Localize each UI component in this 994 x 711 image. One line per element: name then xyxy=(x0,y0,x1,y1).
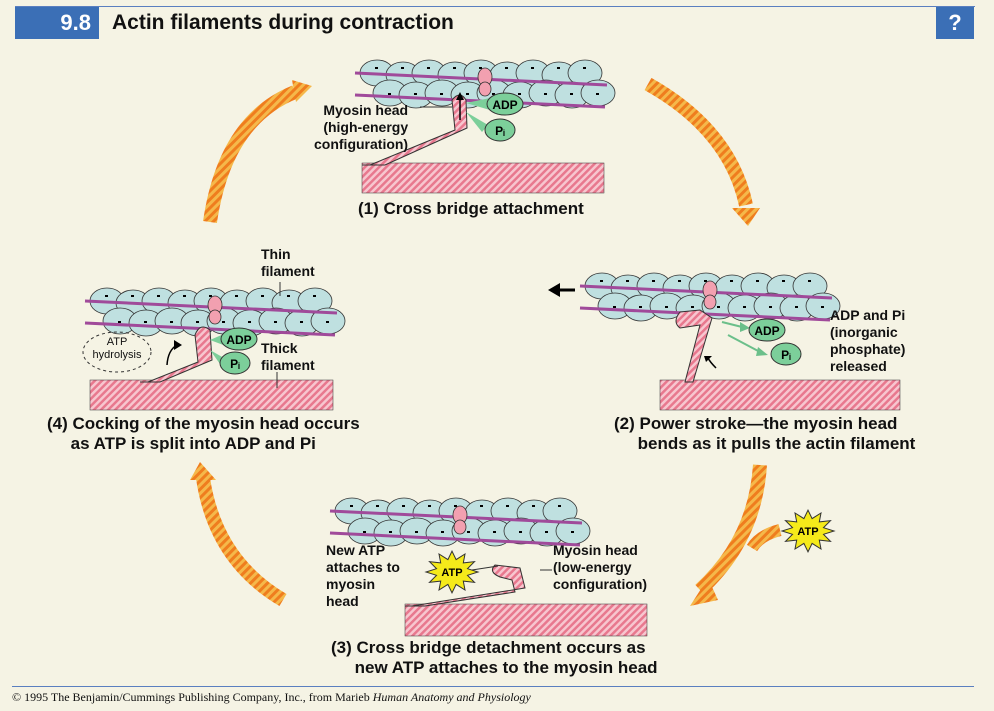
thick-filament-step-3 xyxy=(404,603,648,637)
svg-text:ADP: ADP xyxy=(492,98,517,112)
tropomyosin-strand xyxy=(329,531,581,547)
label-new-atp: New ATP attaches to myosin head xyxy=(326,542,400,609)
release-arrow-pi xyxy=(727,334,761,353)
tropomyosin-strand xyxy=(84,321,336,337)
label-myosin-low-energy: Myosin head (low-energy configuration) xyxy=(553,542,648,592)
label-thick-filament: Thick filament xyxy=(261,340,315,373)
cycle-arrow-3-to-4 xyxy=(190,462,287,607)
myosin-head-step-2 xyxy=(675,309,713,383)
bend-arrow-step-2 xyxy=(707,357,717,369)
cycle-arrow-4-to-1 xyxy=(203,80,312,224)
thin-filament-step-2 xyxy=(579,272,841,322)
thick-filament-step-1 xyxy=(361,162,605,194)
caption-step-2: (2) Power stroke—the myosin head bends a… xyxy=(614,414,916,453)
label-released: ADP and Pi (inorganic phosphate) release… xyxy=(830,307,906,374)
footer-book-title: Human Anatomy and Physiology xyxy=(372,690,531,704)
pi-molecule-step-2 xyxy=(770,342,802,366)
svg-text:ADP: ADP xyxy=(226,333,251,347)
header-rule xyxy=(15,6,975,7)
svg-text:Pᵢ: Pᵢ xyxy=(495,124,505,138)
label-thin-filament: Thin filament xyxy=(261,246,315,279)
caption-step-4: (4) Cocking of the myosin head occurs as… xyxy=(47,414,360,453)
thin-filament-step-3 xyxy=(329,497,591,547)
adp-molecule-step-1 xyxy=(486,92,524,116)
figure-number: 9.8 xyxy=(15,7,99,39)
caption-step-1: (1) Cross bridge attachment xyxy=(358,199,584,218)
svg-text:ADP: ADP xyxy=(754,324,779,338)
myosin-head-step-3 xyxy=(405,564,526,607)
adp-molecule-step-4 xyxy=(220,327,258,351)
svg-text:ATP: ATP xyxy=(441,567,462,579)
atp-cycle-icon xyxy=(780,509,836,553)
thin-filament-step-4 xyxy=(84,287,346,337)
label-atp-hydrolysis: ATP hydrolysis xyxy=(92,336,142,361)
thick-filament-step-4 xyxy=(89,379,334,411)
thick-filament-step-2 xyxy=(659,379,901,411)
caption-step-3: (3) Cross bridge detachment occurs as ne… xyxy=(331,638,658,677)
figure-title: Actin filaments during contraction xyxy=(112,11,454,34)
svg-text:Pᵢ: Pᵢ xyxy=(230,357,240,371)
adp-molecule-step-2 xyxy=(748,318,786,342)
footer-credit: © 1995 The Benjamin/Cummings Publishing … xyxy=(12,690,531,704)
pi-molecule-step-1 xyxy=(484,118,516,142)
help-button[interactable]: ? xyxy=(936,7,974,39)
atp-molecule-step-3 xyxy=(424,550,480,594)
pi-molecule-step-4 xyxy=(219,351,251,375)
footer-rule xyxy=(12,686,974,687)
atp-cycle-text: ATP xyxy=(797,526,818,538)
hydrolysis-bubble xyxy=(82,331,152,373)
cycle-arrow-2-to-3 xyxy=(690,464,782,606)
svg-text:Pᵢ: Pᵢ xyxy=(781,348,791,362)
label-myosin-high-energy: Myosin head (high-energy configuration) xyxy=(314,102,409,152)
release-arrow-adp xyxy=(721,321,743,328)
cycle-arrow-1-to-2 xyxy=(644,77,760,226)
